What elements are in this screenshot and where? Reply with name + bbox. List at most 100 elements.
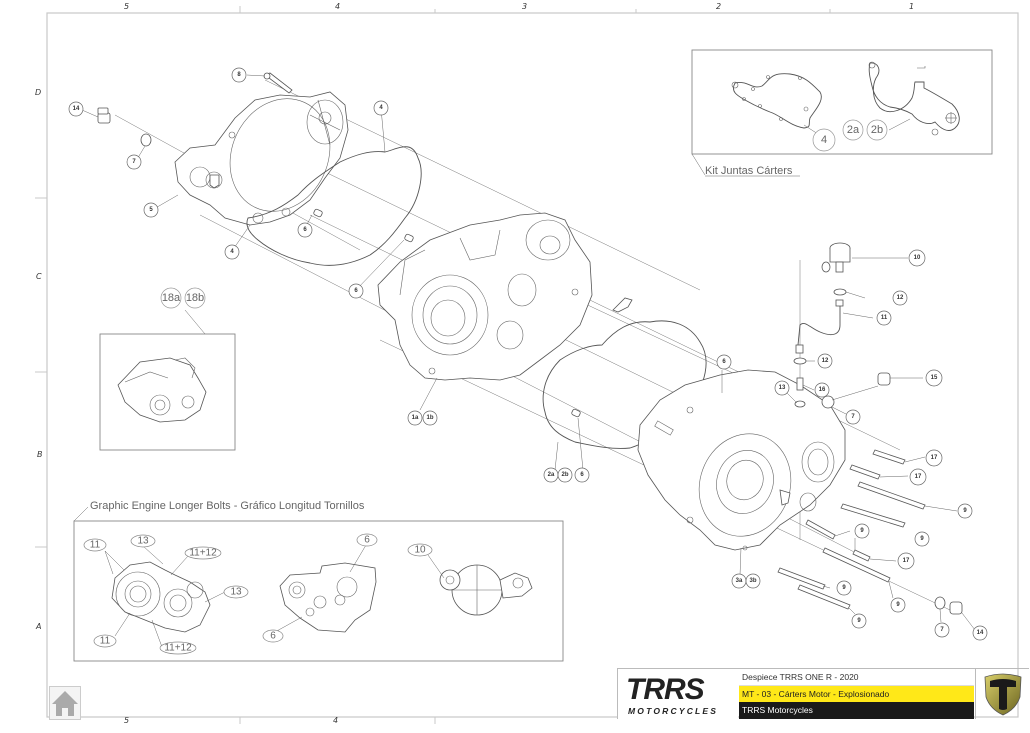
bolts-box: 11 13 11+12 13 11 11+12 6 6 bbox=[73, 506, 564, 662]
callout-2b: 2b bbox=[557, 467, 573, 483]
svg-text:2a: 2a bbox=[548, 472, 555, 478]
drawing-title: Despiece TRRS ONE R - 2020 bbox=[739, 669, 974, 686]
bolts-graphic-caption: Graphic Engine Longer Bolts - Gráfico Lo… bbox=[90, 500, 365, 512]
home-icon bbox=[52, 691, 78, 716]
callout-bubbles: 8 14 7 5 4 4 6 6 1a 1b 2a 2b 6 10 12 11 … bbox=[68, 67, 988, 641]
svg-text:2a: 2a bbox=[847, 124, 860, 136]
svg-text:14: 14 bbox=[977, 630, 984, 636]
svg-text:2b: 2b bbox=[871, 124, 883, 136]
title-block: TRRS MOTORCYCLES Despiece TRRS ONE R - 2… bbox=[617, 668, 1029, 719]
svg-text:12: 12 bbox=[897, 295, 904, 301]
callout-11: 11 bbox=[93, 634, 117, 648]
part-gasket-4 bbox=[246, 146, 422, 266]
svg-text:14: 14 bbox=[73, 106, 80, 112]
callout-10: 10 bbox=[908, 249, 926, 267]
callout-14: 14 bbox=[68, 101, 84, 117]
svg-text:17: 17 bbox=[931, 455, 938, 461]
zone-col-3: 3 bbox=[522, 2, 528, 11]
bolt-view-1: 11 13 11+12 13 11 11+12 bbox=[83, 534, 249, 655]
callout-17: 17 bbox=[925, 449, 943, 467]
callout-6: 6 bbox=[262, 629, 284, 643]
main-exploded-view bbox=[81, 72, 976, 631]
callout-14: 14 bbox=[972, 625, 988, 641]
svg-text:12: 12 bbox=[822, 358, 829, 364]
callout-7: 7 bbox=[126, 154, 142, 170]
svg-text:7: 7 bbox=[940, 627, 944, 633]
svg-text:4: 4 bbox=[230, 249, 234, 255]
callout-11-12: 11+12 bbox=[184, 546, 222, 560]
callout-11-12: 11+12 bbox=[159, 641, 197, 655]
zone-col-2: 2 bbox=[716, 2, 722, 11]
svg-text:9: 9 bbox=[920, 536, 924, 542]
callout-6: 6 bbox=[716, 354, 732, 370]
svg-text:11: 11 bbox=[90, 540, 101, 551]
callout-3b: 3b bbox=[745, 573, 761, 589]
callout-17: 17 bbox=[909, 468, 927, 486]
svg-text:13: 13 bbox=[137, 536, 149, 547]
trrs-logo: TRRS MOTORCYCLES bbox=[618, 669, 738, 719]
svg-text:6: 6 bbox=[722, 359, 726, 365]
callout-6: 6 bbox=[348, 283, 364, 299]
callout-13: 13 bbox=[130, 534, 156, 548]
shield-logo-icon bbox=[975, 669, 1030, 719]
callout-4: 4 bbox=[224, 244, 240, 260]
callout-2a: 2a bbox=[543, 467, 559, 483]
svg-text:6: 6 bbox=[354, 288, 358, 294]
svg-text:1b: 1b bbox=[426, 415, 433, 421]
svg-text:MOTORCYCLES: MOTORCYCLES bbox=[628, 706, 718, 716]
kit-juntas-box: 4 2a 2b bbox=[691, 49, 993, 177]
drawing-subtitle: MT - 03 - Cárters Motor - Explosionado bbox=[739, 686, 974, 702]
zone-row-c: C bbox=[36, 272, 42, 281]
callout-15: 15 bbox=[925, 369, 943, 387]
callout-9: 9 bbox=[854, 523, 870, 539]
bolt-view-3: 10 bbox=[407, 543, 533, 616]
callout-6: 6 bbox=[297, 222, 313, 238]
callout-3a: 3a bbox=[731, 573, 747, 589]
svg-text:18b: 18b bbox=[186, 292, 204, 304]
callout-9: 9 bbox=[890, 597, 906, 613]
callout-10: 10 bbox=[407, 543, 433, 557]
svg-text:11: 11 bbox=[881, 315, 888, 321]
svg-text:3a: 3a bbox=[736, 578, 743, 584]
svg-text:TRRS: TRRS bbox=[626, 673, 705, 706]
svg-text:16: 16 bbox=[819, 387, 826, 393]
svg-text:9: 9 bbox=[860, 528, 864, 534]
callout-17: 17 bbox=[897, 552, 915, 570]
part-bolts bbox=[777, 449, 926, 610]
svg-text:7: 7 bbox=[132, 159, 136, 165]
callout-8: 8 bbox=[231, 67, 247, 83]
svg-text:10: 10 bbox=[914, 255, 921, 261]
zone-col-5-bottom: 5 bbox=[124, 716, 130, 725]
callout-2a: 2a bbox=[842, 119, 864, 141]
callout-9: 9 bbox=[836, 580, 852, 596]
zone-col-4: 4 bbox=[335, 2, 341, 11]
svg-text:17: 17 bbox=[903, 558, 910, 564]
svg-text:6: 6 bbox=[270, 631, 276, 642]
svg-text:11: 11 bbox=[100, 636, 111, 647]
callout-16: 16 bbox=[814, 382, 830, 398]
part-crankcase-left bbox=[377, 212, 593, 381]
svg-text:9: 9 bbox=[842, 585, 846, 591]
zone-col-4-bottom: 4 bbox=[333, 716, 339, 725]
callout-13: 13 bbox=[774, 380, 790, 396]
svg-text:15: 15 bbox=[931, 375, 938, 381]
callout-1a: 1a bbox=[407, 410, 423, 426]
callout-11: 11 bbox=[876, 310, 892, 326]
zone-col-1: 1 bbox=[909, 2, 915, 11]
bolt-view-2: 6 6 bbox=[262, 533, 378, 643]
part-clutch-cover bbox=[174, 91, 349, 226]
drawing-company: TRRS Motorcycles bbox=[739, 702, 974, 719]
callout-9: 9 bbox=[914, 531, 930, 547]
callout-7: 7 bbox=[934, 622, 950, 638]
callout-1b: 1b bbox=[422, 410, 438, 426]
svg-text:6: 6 bbox=[580, 472, 584, 478]
svg-text:4: 4 bbox=[821, 134, 827, 146]
svg-text:10: 10 bbox=[414, 545, 426, 556]
svg-text:6: 6 bbox=[364, 535, 370, 546]
svg-text:9: 9 bbox=[963, 508, 967, 514]
svg-text:2b: 2b bbox=[561, 472, 568, 478]
svg-text:9: 9 bbox=[896, 602, 900, 608]
assembly-box: 18a 18b bbox=[99, 287, 236, 451]
home-button[interactable] bbox=[49, 686, 81, 720]
